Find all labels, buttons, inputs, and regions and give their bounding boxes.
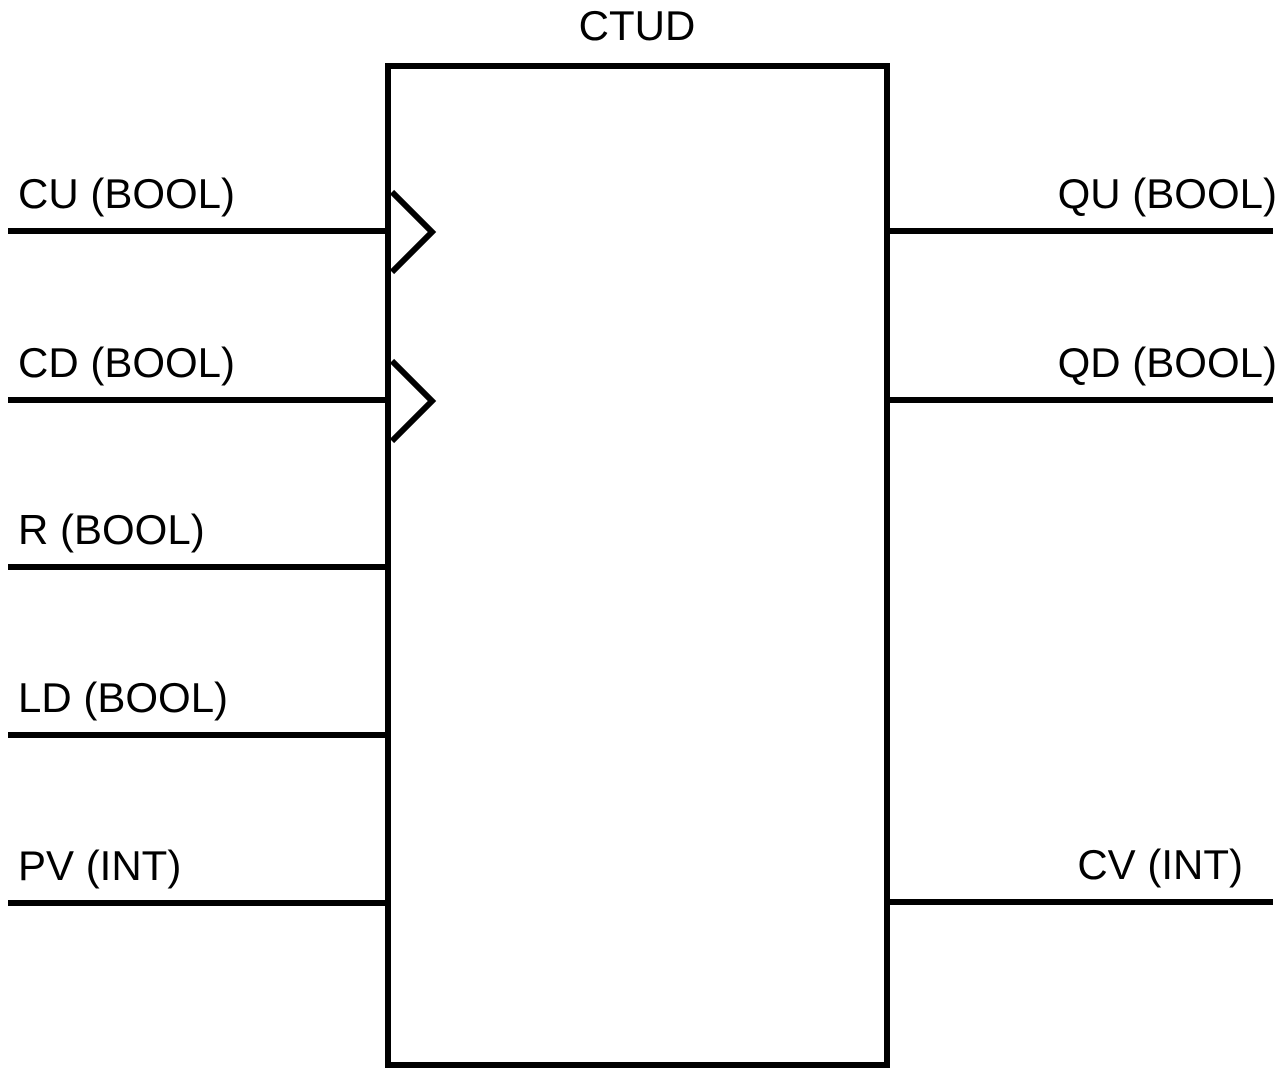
block-title: CTUD (579, 2, 696, 49)
input-label-cd: CD (BOOL) (18, 339, 235, 386)
function-block-body (385, 63, 890, 1068)
output-label-cv: CV (INT) (1077, 841, 1243, 888)
edge-trigger-chevron-cd-icon (389, 358, 437, 444)
input-label-ld: LD (BOOL) (18, 674, 228, 721)
input-label-cu: CU (BOOL) (18, 170, 235, 217)
output-label-qd: QD (BOOL) (1058, 339, 1277, 386)
input-label-pv: PV (INT) (18, 842, 181, 889)
input-label-r: R (BOOL) (18, 506, 205, 553)
output-label-qu: QU (BOOL) (1058, 170, 1277, 217)
edge-trigger-chevron-cu-icon (389, 189, 437, 275)
